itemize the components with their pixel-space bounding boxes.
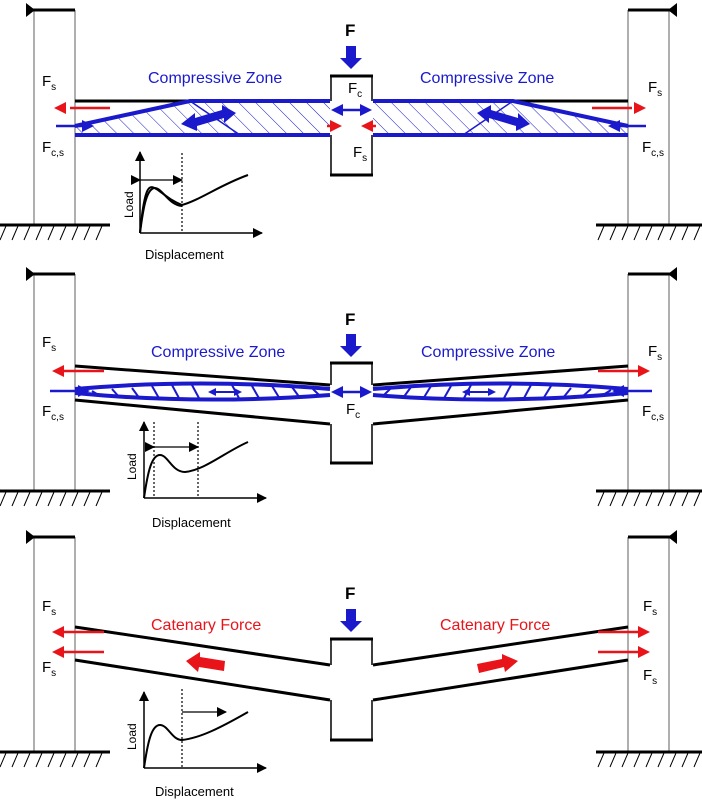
load-arrow-icon bbox=[340, 609, 362, 632]
svg-text:Fs: Fs bbox=[353, 144, 367, 164]
compressive-zone-label-right: Compressive Zone bbox=[421, 344, 555, 361]
roller-support-icon bbox=[26, 3, 35, 17]
center-column-block bbox=[330, 74, 373, 177]
catenary-force-label-left: Catenary Force bbox=[151, 617, 261, 634]
right-column bbox=[596, 267, 702, 507]
svg-text:Fs: Fs bbox=[42, 659, 56, 679]
svg-text:Fc,s: Fc,s bbox=[42, 403, 64, 423]
right-column bbox=[596, 530, 702, 768]
panel-compressive-arch: F Compressive Zone Compressive Zone Fs bbox=[0, 3, 702, 262]
load-displacement-graph-2: Load Displacement bbox=[125, 421, 267, 530]
compressive-zone-label-left: Compressive Zone bbox=[148, 70, 282, 87]
load-arrow-icon bbox=[340, 334, 362, 357]
load-displacement-graph-3: Load Displacement bbox=[125, 689, 267, 799]
svg-text:Fs: Fs bbox=[648, 79, 662, 99]
panel-catenary: F Catenary Force Catenary Force Fs Fs Fs… bbox=[0, 530, 702, 799]
edge-force-arrows bbox=[54, 102, 646, 132]
applied-load-label: F bbox=[345, 584, 355, 603]
roller-support-icon bbox=[26, 267, 35, 281]
beams bbox=[74, 364, 629, 426]
roller-support-icon bbox=[668, 530, 677, 544]
edge-force-arrows bbox=[50, 365, 652, 398]
panel-snap-through: F Compressive Zone Compressive Zone Fs F… bbox=[0, 267, 702, 530]
thrust-arrow-right bbox=[477, 105, 530, 131]
catenary-force-label-right: Catenary Force bbox=[440, 617, 550, 634]
left-column bbox=[0, 530, 110, 768]
applied-load-label: F bbox=[345, 21, 355, 40]
center-column-block bbox=[330, 637, 373, 742]
svg-text:Fc: Fc bbox=[348, 80, 362, 100]
force-labels-panel-3: Fs Fs Fs Fs bbox=[42, 598, 657, 687]
catenary-arrow-left bbox=[186, 652, 225, 672]
beams bbox=[74, 625, 629, 702]
svg-text:Load: Load bbox=[122, 191, 136, 218]
load-displacement-graph-1: Load Displacement bbox=[122, 151, 263, 262]
svg-text:Fc,s: Fc,s bbox=[642, 139, 664, 159]
svg-text:Fs: Fs bbox=[42, 598, 56, 618]
svg-text:Fc: Fc bbox=[346, 401, 360, 421]
svg-text:Fc,s: Fc,s bbox=[42, 139, 64, 159]
svg-text:Load: Load bbox=[125, 723, 139, 750]
svg-text:Fs: Fs bbox=[648, 343, 662, 363]
catenary-arrow-right bbox=[477, 654, 518, 673]
roller-support-icon bbox=[668, 267, 677, 281]
svg-text:Fc,s: Fc,s bbox=[642, 403, 664, 423]
force-labels-panel-2: Fs Fc,s Fs Fc,s Fc bbox=[42, 334, 664, 423]
edge-force-arrows bbox=[52, 626, 650, 658]
svg-text:Displacement: Displacement bbox=[145, 247, 224, 262]
svg-text:Fs: Fs bbox=[42, 334, 56, 354]
svg-text:Fs: Fs bbox=[643, 598, 657, 618]
svg-text:Load: Load bbox=[125, 453, 139, 480]
roller-support-icon bbox=[26, 530, 35, 544]
svg-text:Displacement: Displacement bbox=[152, 515, 231, 530]
applied-load-label: F bbox=[345, 310, 355, 329]
compressive-strut-right bbox=[372, 381, 629, 402]
svg-text:Fs: Fs bbox=[643, 667, 657, 687]
compressive-zone-label-right: Compressive Zone bbox=[420, 70, 554, 87]
svg-text:Fs: Fs bbox=[42, 73, 56, 93]
force-labels-panel-1: Fs Fc,s Fs Fc,s Fc Fs bbox=[42, 73, 664, 164]
right-column bbox=[596, 3, 702, 241]
left-column bbox=[0, 267, 110, 507]
compressive-strut-left bbox=[74, 381, 331, 402]
left-column bbox=[0, 3, 110, 241]
load-arrow-icon bbox=[340, 46, 362, 69]
thrust-arrow-left bbox=[181, 105, 236, 131]
svg-text:Displacement: Displacement bbox=[155, 784, 234, 799]
compressive-zone-label-left: Compressive Zone bbox=[151, 344, 285, 361]
center-column-block bbox=[330, 361, 373, 465]
roller-support-icon bbox=[668, 3, 677, 17]
